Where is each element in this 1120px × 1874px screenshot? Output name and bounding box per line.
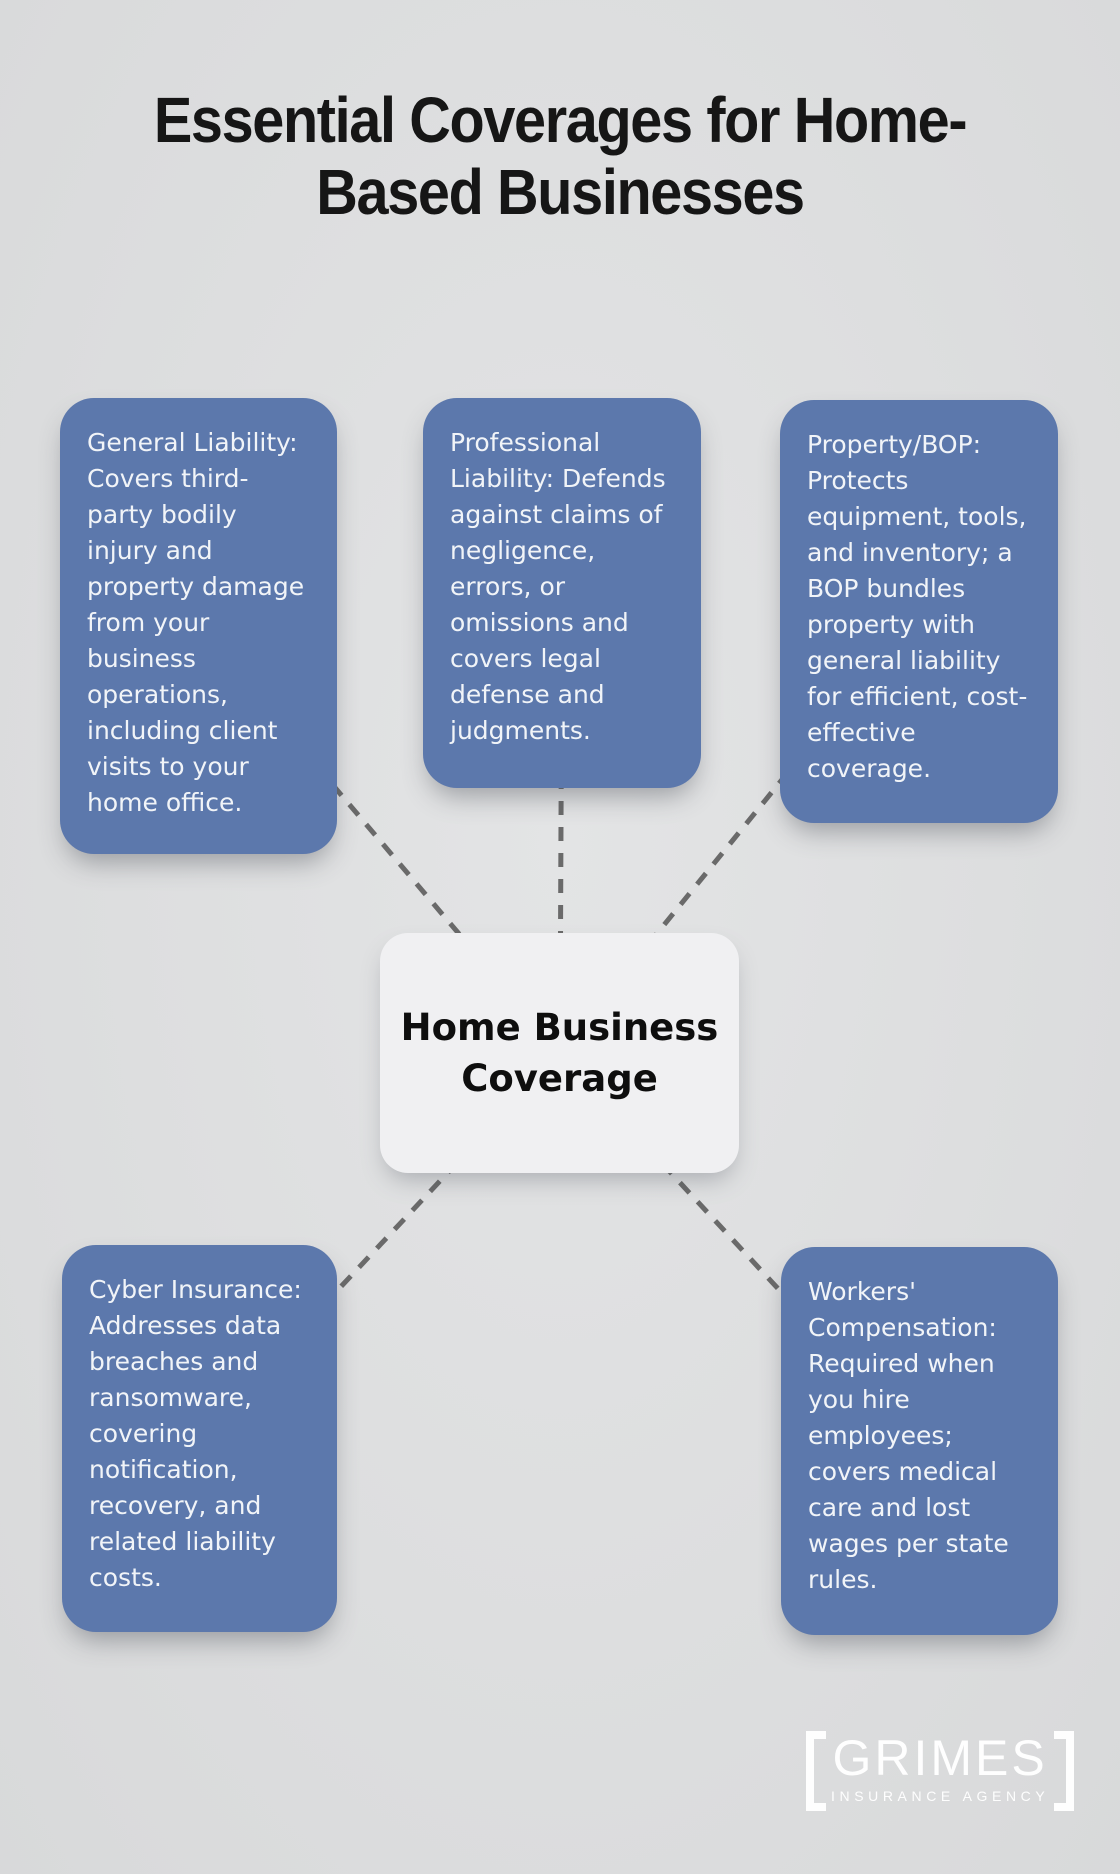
logo-name: GRIMES: [832, 1730, 1048, 1786]
page-title: Essential Coverages for Home- Based Busi…: [153, 84, 968, 229]
center-node: Home Business Coverage: [380, 933, 739, 1173]
brand-logo: GRIMES INSURANCE AGENCY: [806, 1731, 1075, 1811]
logo-text: GRIMES INSURANCE AGENCY: [826, 1731, 1054, 1811]
center-node-label: Home Business Coverage: [400, 1005, 719, 1100]
coverage-card-general-liability: General Liability: Covers third- party b…: [60, 398, 337, 854]
left-bracket-icon: [806, 1731, 826, 1811]
coverage-card-professional-liability: Professional Liability: Defends against …: [423, 398, 701, 788]
coverage-card-cyber-insurance: Cyber Insurance: Addresses data breaches…: [62, 1245, 337, 1632]
coverage-card-property-bop: Property/BOP: Protects equipment, tools,…: [780, 400, 1058, 823]
right-bracket-icon: [1054, 1731, 1075, 1811]
logo-subtitle: INSURANCE AGENCY: [831, 1788, 1050, 1804]
coverage-card-workers-compensation: Workers' Compensation: Required when you…: [781, 1247, 1058, 1635]
